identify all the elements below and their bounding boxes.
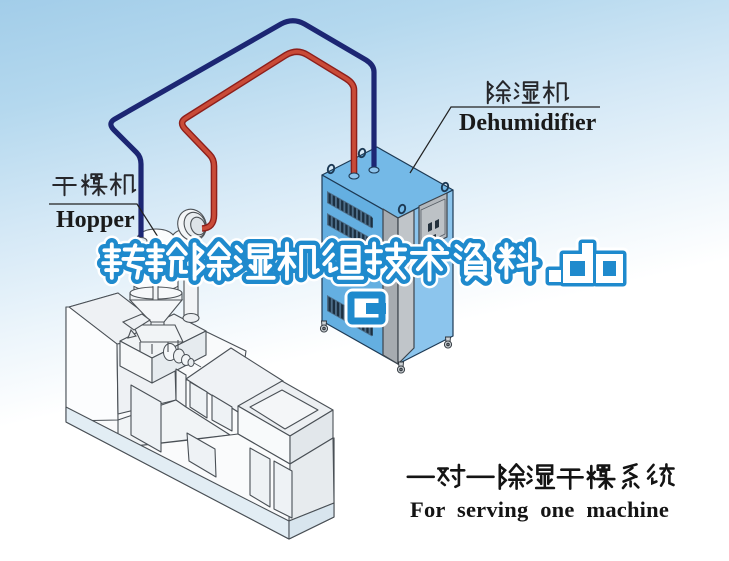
svg-text:For serving one machine: For serving one machine xyxy=(410,497,669,522)
svg-text:Hopper: Hopper xyxy=(56,207,135,233)
svg-text:Dehumidifier: Dehumidifier xyxy=(459,110,597,136)
